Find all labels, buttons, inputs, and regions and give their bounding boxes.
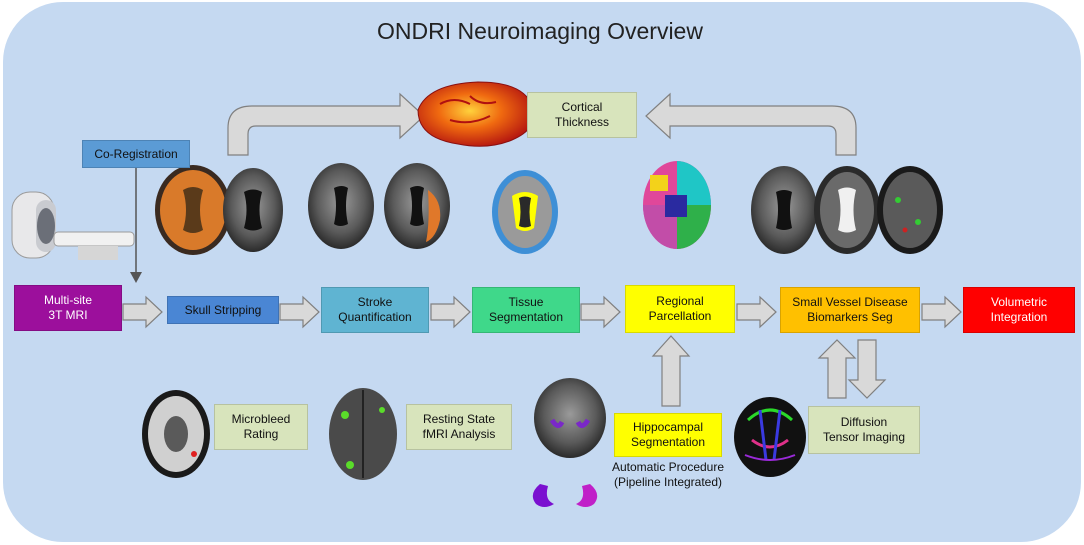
arrow-stroke-to-tissue <box>430 295 471 329</box>
svd-biomarkers-label: Small Vessel Disease Biomarkers Seg <box>792 295 908 324</box>
arrow-svd-down <box>847 339 887 399</box>
arrow-skull-to-stroke <box>279 295 320 329</box>
brain-axial-slice-icon <box>492 170 558 254</box>
arrow-tissue-to-parcellation <box>580 295 621 329</box>
arrow-dti-up <box>817 339 857 399</box>
tractography-brain-icon <box>734 397 806 477</box>
brain-axial-slice-icon <box>534 378 606 458</box>
tissue-segmentation-label: Tissue Segmentation <box>488 295 564 324</box>
page-title: ONDRI Neuroimaging Overview <box>377 18 703 44</box>
resting-state-fmri-box: Resting State fMRI Analysis <box>406 404 512 450</box>
brain-axial-slice-icon <box>751 166 943 254</box>
arrow-svd-to-cortical <box>645 92 857 156</box>
co-registration-box: Co-Registration <box>82 140 190 168</box>
resting-state-fmri-label: Resting State fMRI Analysis <box>422 412 496 441</box>
tissue-segmentation-box: Tissue Segmentation <box>472 287 580 333</box>
arrow-parcellation-to-svd <box>736 295 777 329</box>
cortical-thickness-box: Cortical Thickness <box>527 92 637 138</box>
brain-axial-slice-icon <box>643 161 711 249</box>
cortical-thickness-label: Cortical Thickness <box>554 100 610 129</box>
automatic-procedure-caption: Automatic Procedure (Pipeline Integrated… <box>611 460 725 489</box>
arrow-mri-to-skull <box>122 295 163 329</box>
co-registration-label: Co-Registration <box>94 146 178 161</box>
multi-site-mri-box: Multi-site 3T MRI <box>14 285 122 331</box>
arrow-svd-to-volumetric <box>921 295 962 329</box>
mri-scanner-icon <box>11 191 135 260</box>
multi-site-mri-label: Multi-site 3T MRI <box>43 293 92 322</box>
skull-stripping-label: Skull Stripping <box>184 302 262 317</box>
microbleed-rating-box: Microbleed Rating <box>214 404 308 450</box>
microbleed-rating-label: Microbleed Rating <box>231 412 291 441</box>
volumetric-integration-box: Volumetric Integration <box>963 287 1075 333</box>
regional-parcellation-box: Regional Parcellation <box>625 285 735 333</box>
hippocampal-segmentation-box: Hippocampal Segmentation <box>614 413 722 457</box>
stroke-quantification-label: Stroke Quantification <box>338 295 412 324</box>
arrow-hippocampal-up <box>651 335 691 407</box>
volumetric-integration-label: Volumetric Integration <box>990 295 1048 324</box>
cortical-thickness-brain-icon <box>417 81 535 147</box>
arrow-coregistration-head <box>130 272 142 283</box>
brain-axial-slice-icon <box>308 163 450 249</box>
brain-axial-slice-icon <box>142 390 210 478</box>
brain-axial-slice-icon <box>329 388 397 480</box>
arrow-skull-to-cortical <box>227 92 425 156</box>
svd-biomarkers-box: Small Vessel Disease Biomarkers Seg <box>780 287 920 333</box>
hippocampal-segmentation-label: Hippocampal Segmentation <box>630 420 706 449</box>
regional-parcellation-label: Regional Parcellation <box>648 294 712 323</box>
diffusion-tensor-imaging-label: Diffusion Tensor Imaging <box>822 415 906 444</box>
stroke-quantification-box: Stroke Quantification <box>321 287 429 333</box>
hippocampus-icon <box>532 484 598 507</box>
diffusion-tensor-imaging-box: Diffusion Tensor Imaging <box>808 406 920 454</box>
skull-stripping-box: Skull Stripping <box>167 296 279 324</box>
brain-axial-slice-icon <box>155 165 283 255</box>
